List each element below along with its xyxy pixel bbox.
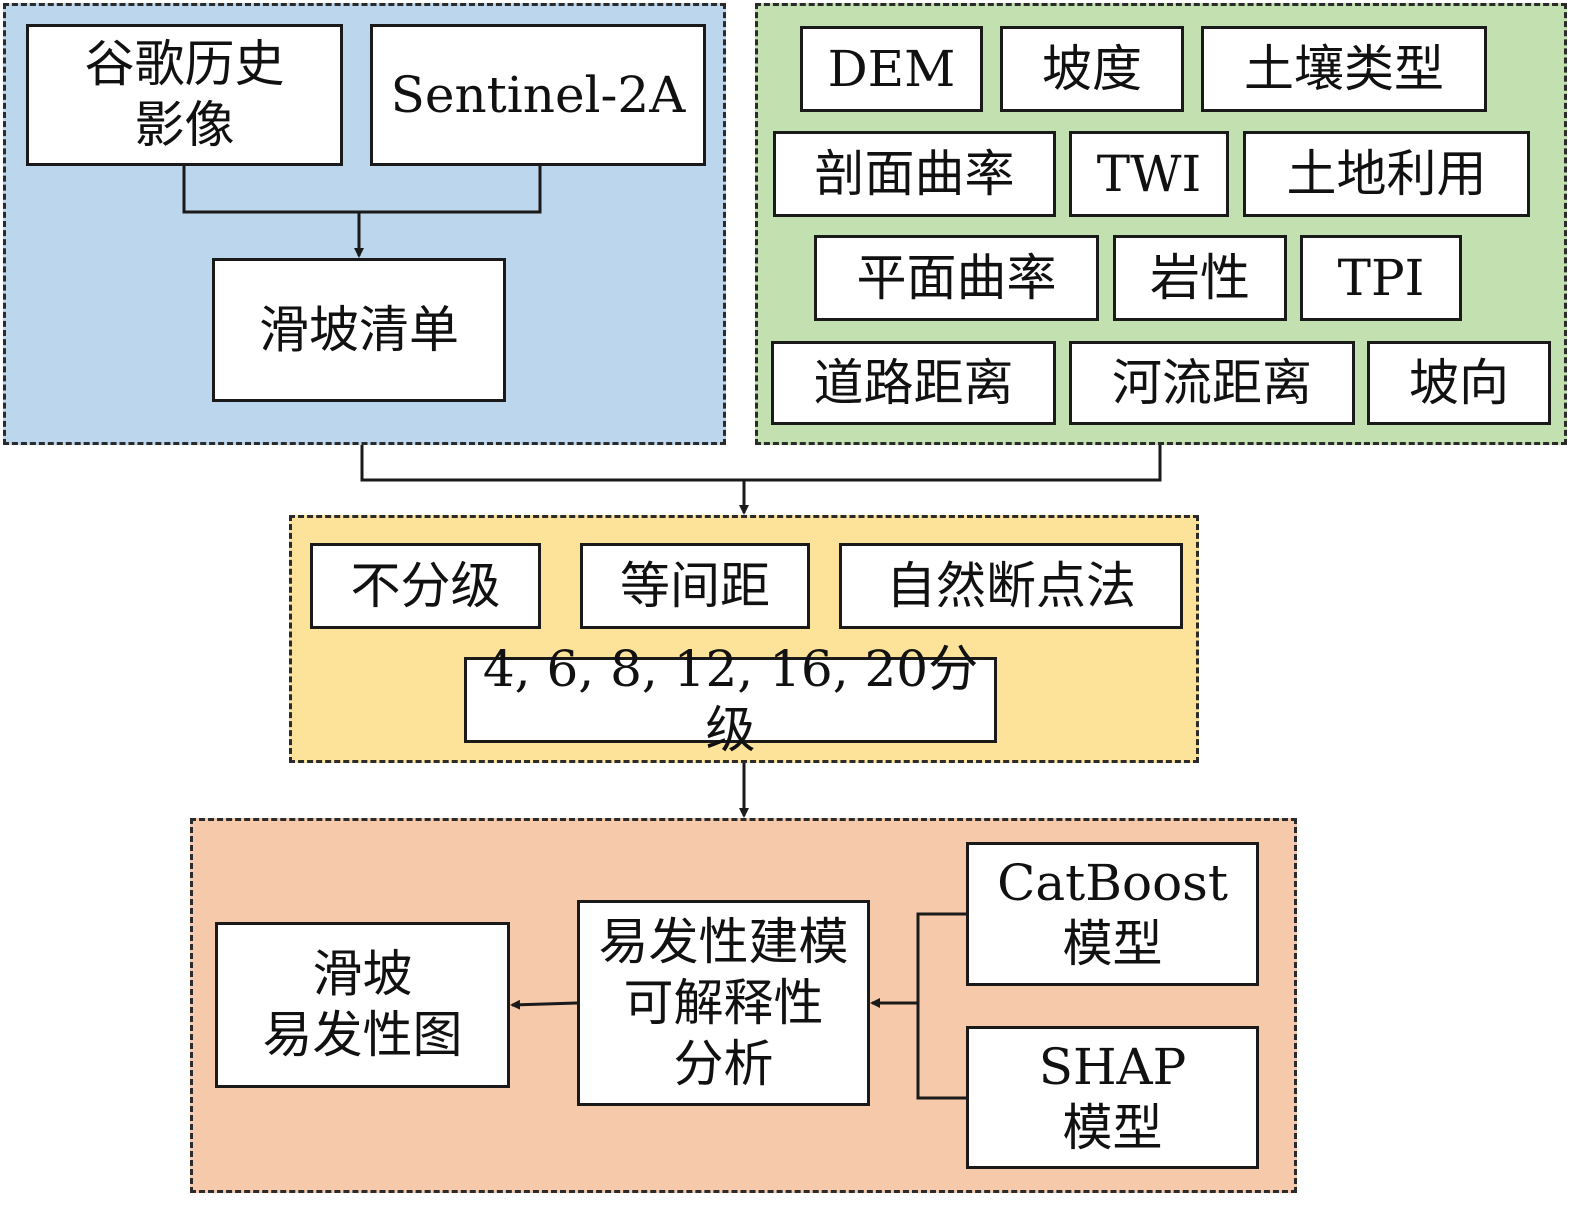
factor-river-distance: 河流距离 — [1069, 341, 1355, 425]
equal-interval-box: 等间距 — [580, 543, 810, 629]
factor-twi: TWI — [1069, 131, 1229, 217]
factor-road-distance: 道路距离 — [771, 341, 1056, 425]
natural-breaks-box: 自然断点法 — [839, 543, 1183, 629]
catboost-model-box: CatBoost 模型 — [966, 842, 1259, 986]
google-history-imagery-box: 谷歌历史 影像 — [26, 24, 343, 166]
top-merge-line — [360, 445, 1162, 482]
factor-dem: DEM — [800, 26, 983, 112]
factor-lithology: 岩性 — [1113, 235, 1287, 321]
susceptibility-map-box: 滑坡 易发性图 — [215, 922, 510, 1088]
landslide-inventory-box: 滑坡清单 — [212, 258, 506, 402]
classification-levels-box: 4, 6, 8, 12, 16, 20分级 — [464, 640, 997, 759]
landslide-inventory-label: 滑坡清单 — [259, 300, 459, 359]
no-classification-box: 不分级 — [310, 543, 541, 629]
factor-tpi: TPI — [1300, 235, 1462, 321]
factor-land-use: 土地利用 — [1243, 131, 1530, 217]
shap-model-box: SHAP 模型 — [966, 1026, 1259, 1169]
sentinel-2a-label: Sentinel-2A — [390, 65, 686, 124]
google-history-imagery-label: 谷歌历史 影像 — [84, 35, 285, 154]
sentinel-2a-box: Sentinel-2A — [370, 24, 706, 166]
interpretability-analysis-box: 易发性建模 可解释性 分析 — [577, 900, 870, 1106]
factor-aspect: 坡向 — [1367, 341, 1551, 425]
factor-slope: 坡度 — [1000, 26, 1184, 112]
factor-soil-type: 土壤类型 — [1201, 26, 1487, 112]
factor-profile-curvature: 剖面曲率 — [773, 131, 1056, 217]
factor-plan-curvature: 平面曲率 — [814, 235, 1099, 321]
